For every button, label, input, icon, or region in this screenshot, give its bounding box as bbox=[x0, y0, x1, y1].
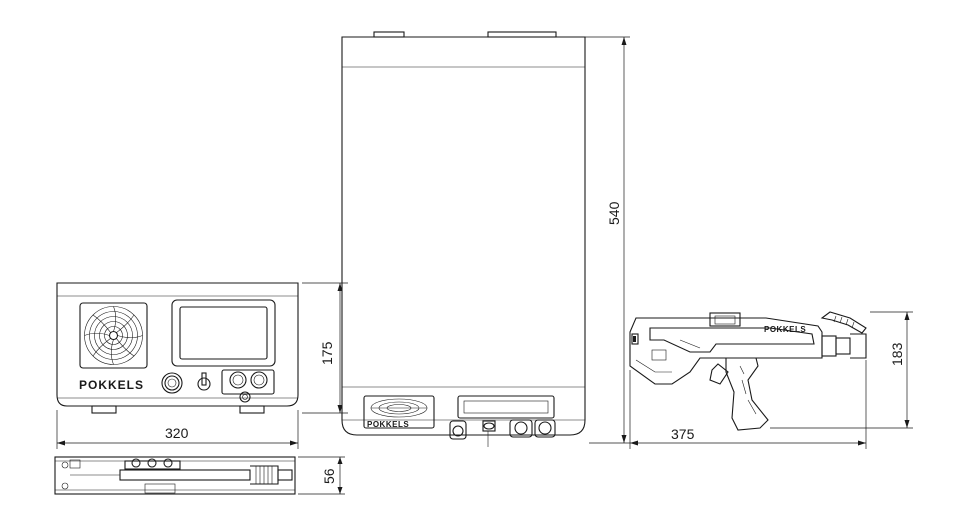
connector-panel bbox=[221, 369, 275, 403]
toggle-switch bbox=[197, 372, 211, 391]
spray-gun-side-view: POKKELS 375 183 bbox=[629, 311, 913, 449]
bottom-connectors bbox=[449, 419, 556, 447]
dimension-main-height-label: 540 bbox=[606, 201, 622, 225]
gun-brand-logo: POKKELS bbox=[764, 325, 806, 334]
fan-grille-icon bbox=[79, 302, 148, 369]
dimension-gun-length: 375 bbox=[629, 360, 867, 449]
top-view-gun: 56 bbox=[54, 456, 345, 495]
bottom-brand-logo: POKKELS bbox=[367, 420, 409, 429]
dimension-height: 175 bbox=[302, 282, 348, 414]
dimension-width-label: 320 bbox=[165, 425, 189, 441]
main-unit-side-view: POKKELS 540 bbox=[341, 31, 630, 447]
dimension-gun-length-label: 375 bbox=[671, 426, 695, 442]
brand-logo: POKKELS bbox=[79, 378, 144, 392]
front-view-controller: POKKELS 320 bbox=[56, 282, 348, 449]
display-screen bbox=[171, 299, 276, 367]
bottom-fan-grille-icon: POKKELS bbox=[363, 395, 435, 429]
dimension-main-height: 540 bbox=[556, 36, 630, 444]
power-knob bbox=[161, 372, 183, 394]
dimension-width: 320 bbox=[56, 410, 299, 449]
dimension-gun-height-label: 183 bbox=[889, 342, 905, 366]
dimension-depth-label: 56 bbox=[321, 468, 337, 484]
dimension-height-label: 175 bbox=[319, 341, 335, 365]
dimension-gun-height: 183 bbox=[770, 311, 913, 429]
